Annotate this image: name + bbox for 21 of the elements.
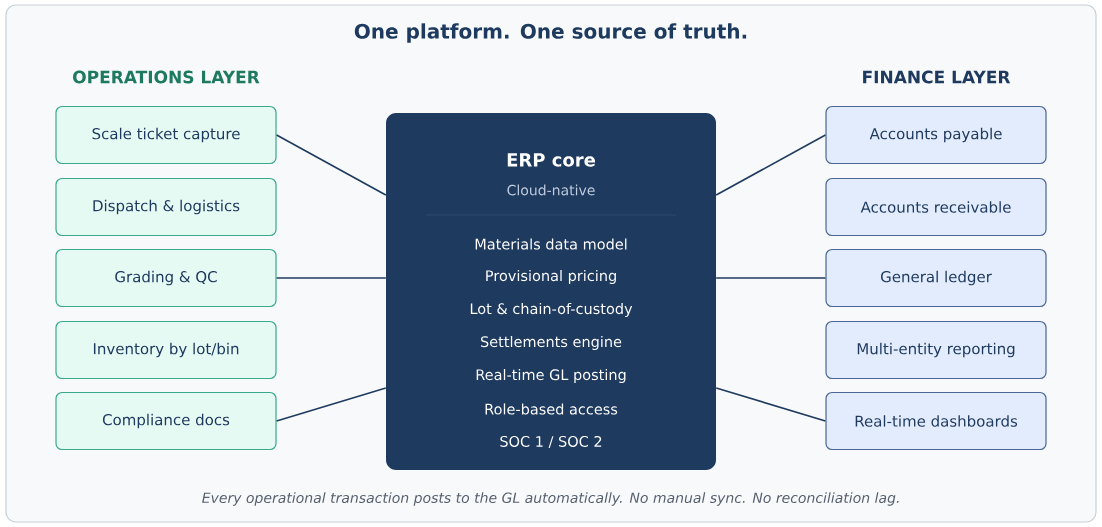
connector-line	[275, 387, 387, 422]
module-box: Multi-entity reporting	[825, 320, 1047, 380]
layer-heading: FINANCE LAYER	[863, 70, 1011, 84]
module-box: Compliance docs	[55, 391, 277, 451]
connector-line	[715, 387, 827, 422]
module-box: Scale ticket capture	[55, 105, 277, 165]
module-box: Real-time dashboards	[825, 391, 1047, 451]
connector-line	[715, 134, 827, 196]
core-box: ERP core Cloud-native Materials data model Provisional pricing Lot & chain-of-custody Settlements engine Real-time GL posting Role-based access SOC 1 / SOC 2	[386, 113, 716, 470]
title: One platform. One source of truth.	[354, 23, 747, 43]
connector-line	[275, 134, 387, 196]
connector-line	[275, 277, 387, 279]
module-box: Dispatch & logistics	[55, 177, 277, 237]
module-box: Accounts receivable	[825, 177, 1047, 237]
module-box: Inventory by lot/bin	[55, 320, 277, 380]
connector-line	[715, 277, 827, 279]
layer-heading: OPERATIONS LAYER	[73, 70, 260, 84]
module-box: Accounts payable	[825, 105, 1047, 165]
caption: Every operational transaction posts to the GL automatically. No manual sync. No reconciliation lag.	[202, 492, 899, 506]
module-box: General ledger	[825, 248, 1047, 308]
module-box: Grading & QC	[55, 248, 277, 308]
